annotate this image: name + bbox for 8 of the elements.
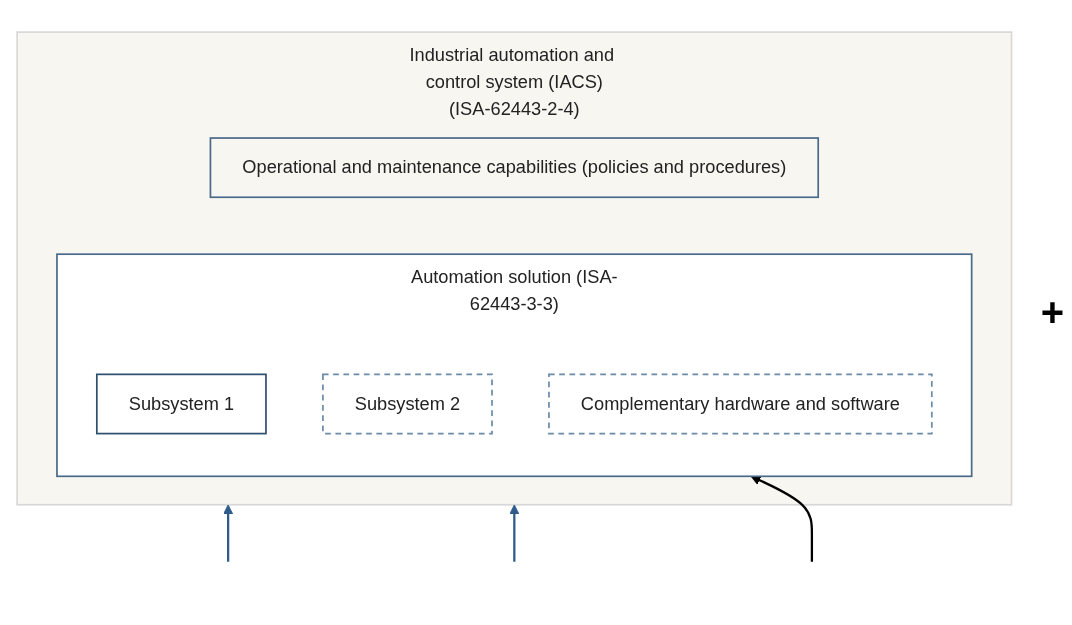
node-box: Subsystem 1: [96, 373, 267, 435]
arrow: [750, 475, 814, 562]
plus-sign: +: [1040, 290, 1064, 335]
node-box: Subsystem 2: [322, 373, 493, 435]
arrow: [509, 503, 520, 562]
node-box: Operational and maintenance capabilities (policies and procedures): [209, 136, 820, 198]
arrow: [223, 503, 234, 562]
node-box: Complementary hardware and software: [548, 373, 933, 435]
